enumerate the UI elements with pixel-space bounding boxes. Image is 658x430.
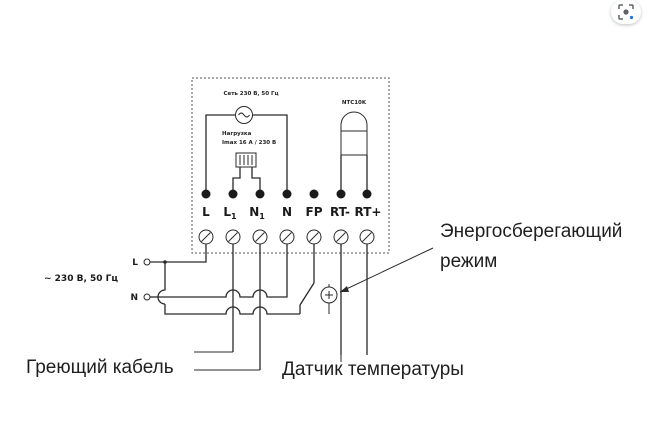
sensor-model-label: NTC10K (342, 100, 367, 106)
terminal-label-n: N (282, 205, 292, 219)
supply-label: Сеть 230 В, 50 Гц (223, 91, 278, 97)
terminal-label-rt-plus: RT+ (355, 205, 382, 219)
terminal-label-l: L (202, 205, 210, 219)
screw-terminals (198, 229, 375, 245)
terminal-label-rt-minus: RT- (330, 205, 350, 219)
terminal-label-n1: N1 (249, 205, 265, 221)
heater-load-icon (235, 152, 257, 168)
mains-neutral-label: N (130, 293, 138, 303)
terminal-dots (201, 189, 372, 199)
ntc-sensor-icon (340, 111, 368, 156)
terminal-label-fp: FP (306, 205, 323, 219)
ac-source-icon (235, 106, 253, 124)
mains-line-label: L (132, 258, 138, 268)
lens-search-icon (618, 4, 634, 20)
device-enclosure (191, 77, 390, 254)
mains-voltage-label: ~ 230 В, 50 Гц (44, 274, 118, 284)
external-wiring (143, 244, 368, 370)
load-label-2: Imax 16 A / 230 В (222, 140, 276, 146)
diode-icon (320, 284, 338, 314)
terminal-label-l1: L1 (223, 205, 237, 221)
heating-cable-label: Греющий кабель (26, 357, 174, 378)
energy-saving-label-2: режим (440, 251, 497, 272)
lens-search-button[interactable] (611, 0, 641, 24)
temperature-sensor-label: Датчик температуры (282, 359, 464, 380)
load-label-1: Нагрузка (222, 131, 252, 137)
energy-saving-label-1: Энергосберегающий (440, 221, 622, 242)
